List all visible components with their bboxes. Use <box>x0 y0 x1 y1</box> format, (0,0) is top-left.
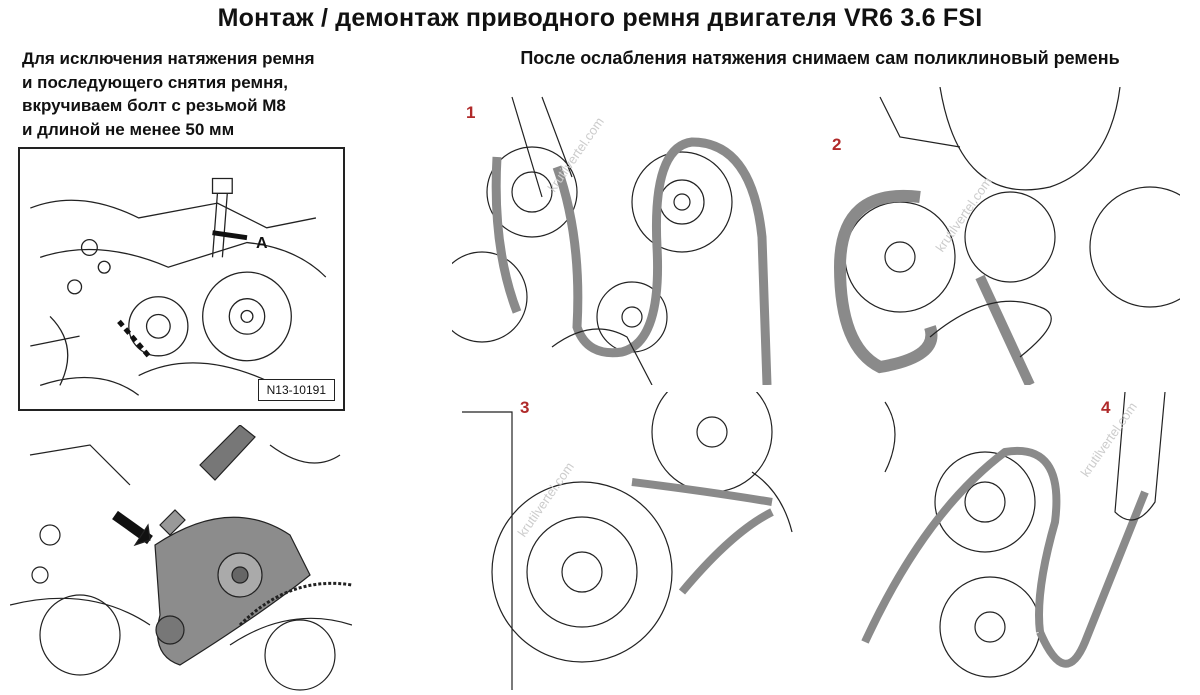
step-number: 4 <box>1101 398 1111 417</box>
step-2-figure: 2 krutilvertel.com <box>820 87 1180 385</box>
instruction-line: вкручиваем болт с резьмой М8 <box>22 96 286 115</box>
label-a: A <box>256 235 268 252</box>
tensioner-photo <box>10 425 352 693</box>
step-number: 2 <box>832 135 842 154</box>
instruction-line: и последующего снятия ремня, <box>22 72 288 92</box>
step-1-figure: 1 krutilvertel.com <box>452 87 795 385</box>
bolt-figure: A N13-10191 <box>18 147 345 411</box>
figure-code: N13-10191 <box>257 379 335 401</box>
page-title: Монтаж / демонтаж приводного ремня двига… <box>217 4 983 32</box>
instruction-line: Для исключения натяжения ремня <box>22 49 315 68</box>
instruction-line: и длиной не менее 50 мм <box>22 119 235 139</box>
step-number: 3 <box>520 398 530 417</box>
removal-caption: После ослабления натяжения снимаем сам п… <box>520 48 1120 68</box>
step-number: 1 <box>466 103 476 122</box>
step-4-figure: 4 krutilvertel.com <box>825 392 1180 690</box>
instruction-text: Для исключения натяжения ремня и последу… <box>22 47 315 141</box>
step-3-figure: 3 krutilvertel.com <box>452 392 795 690</box>
